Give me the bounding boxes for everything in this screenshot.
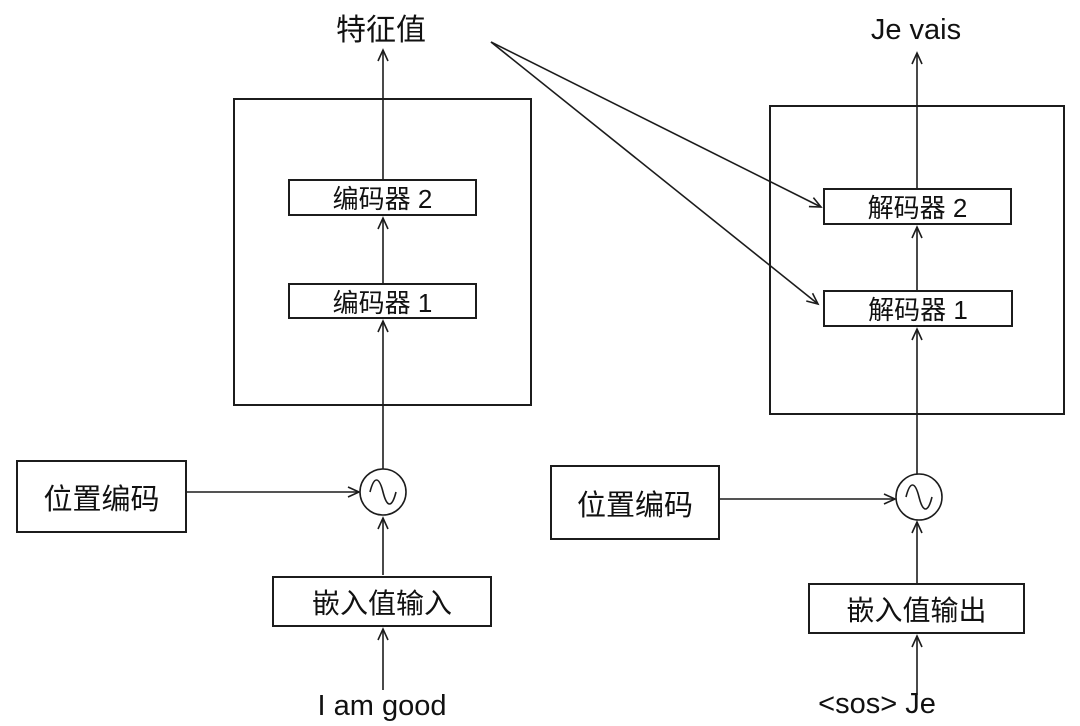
encoder-layer-2-label: 编码器 2 [332,184,433,214]
encoder-positional-encoding-box: 位置编码 [16,460,187,533]
encoder-positional-encoding-label: 位置编码 [43,483,160,516]
encoder-input-text: I am good [317,690,447,722]
decoder-embedding-box: 嵌入值输出 [808,583,1025,634]
decoder-input-text: <sos> Je [818,688,936,720]
sine-wave-circle-icon [895,473,943,521]
arrow-feature-to-decoder2 [490,41,823,208]
decoder-positional-encoding-label: 位置编码 [576,489,693,522]
decoder-layer-2-label: 解码器 2 [867,193,968,223]
decoder-layer-1-label: 解码器 1 [868,295,968,325]
arrow-feature-to-decoder1 [490,41,820,306]
encoder-layer-2-box: 编码器 2 [288,179,477,216]
encoder-layer-1-box: 编码器 1 [288,283,477,319]
decoder-layer-1-box: 解码器 1 [823,290,1013,327]
decoder-output-label: Je vais [870,14,962,46]
decoder-embedding-label: 嵌入值输出 [846,594,987,626]
encoder-stack-box [233,98,532,406]
sine-wave-circle-icon [359,468,407,516]
decoder-layer-2-box: 解码器 2 [823,188,1012,225]
encoder-output-label: 特征值 [336,14,426,47]
encoder-embedding-box: 嵌入值输入 [272,576,492,627]
encoder-embedding-label: 嵌入值输入 [311,587,452,619]
encoder-layer-1-label: 编码器 1 [332,287,433,318]
decoder-positional-encoding-box: 位置编码 [550,465,720,540]
decoder-stack-box [769,105,1065,415]
